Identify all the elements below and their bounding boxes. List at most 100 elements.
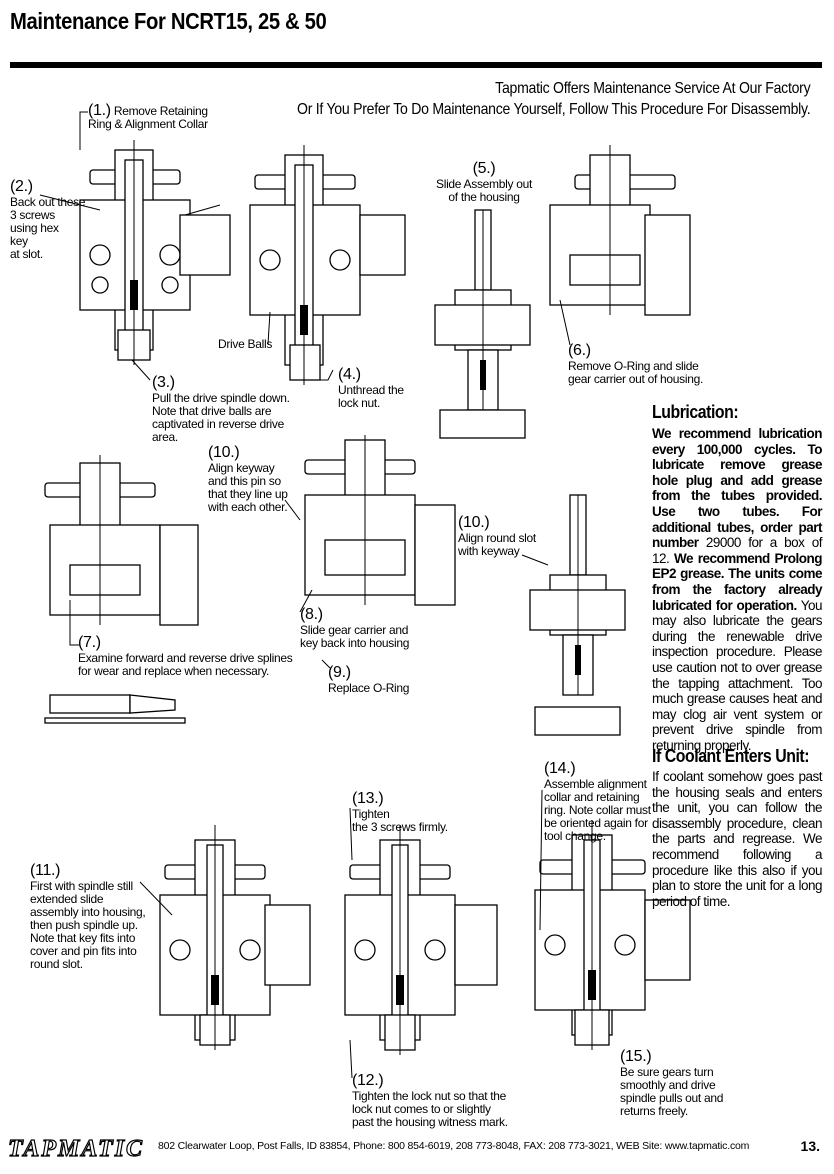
figure-spline-part <box>44 694 186 724</box>
intro-text: Tapmatic Offers Maintenance Service At O… <box>296 78 811 120</box>
step-2-line: Back out these <box>10 195 86 209</box>
figure-step-7 <box>44 455 199 626</box>
step-5-line: Slide Assembly out <box>436 177 532 191</box>
step-8-line: Slide gear carrier and <box>300 623 409 637</box>
step-12-number: (12.) <box>352 1072 384 1089</box>
step-13-line: the 3 screws firmly. <box>352 820 448 834</box>
step-11-line: assembly into housing, <box>30 905 146 919</box>
step-6-line: gear carrier out of housing. <box>568 372 704 386</box>
step-2-label: (2.) Back out these 3 screws using hex k… <box>10 178 85 261</box>
step-7-line: Examine forward and reverse drive spline… <box>78 651 293 665</box>
figure-side-block-1 <box>179 204 231 276</box>
step-7-line: for wear and replace when necessary. <box>78 664 270 678</box>
step-3-line: Pull the drive spindle down. <box>152 391 290 405</box>
step-11-line: cover and pin fits into <box>30 944 137 958</box>
step-15-label: (15.) Be sure gears turn smoothly and dr… <box>620 1048 723 1118</box>
step-3-label: (3.) Pull the drive spindle down. Note t… <box>152 374 290 444</box>
figure-step-11 <box>159 825 311 1050</box>
step-10b-line: with keyway <box>458 544 520 558</box>
step-6-number: (6.) <box>568 342 591 359</box>
step-13-label: (13.) Tighten the 3 screws firmly. <box>352 790 448 834</box>
step-15-line: returns freely. <box>620 1104 688 1118</box>
step-10a-line: Align keyway <box>208 461 275 475</box>
step-2-line: 3 screws <box>10 208 55 222</box>
step-9-line: Replace O-Ring <box>328 681 410 695</box>
step-7-number: (7.) <box>78 634 101 651</box>
step-11-line: First with spindle still <box>30 879 133 893</box>
step-14-label: (14.) Assemble alignment collar and reta… <box>544 760 651 843</box>
step-14-line: be oriented again for <box>544 816 648 830</box>
intro-line-2: Or If You Prefer To Do Maintenance Yours… <box>296 101 811 118</box>
step-10b-label: (10.) Align round slot with keyway <box>458 514 536 558</box>
lubrication-bold-1: We recommend lubrication every 100,000 c… <box>652 426 823 551</box>
step-10b-number: (10.) <box>458 514 490 531</box>
step-8-number: (8.) <box>300 606 323 623</box>
step-15-line: smoothly and drive <box>620 1078 716 1092</box>
step-14-line: collar and retaining <box>544 790 640 804</box>
step-3-line: area. <box>152 430 178 444</box>
figure-step-10b <box>529 494 626 736</box>
step-3-line: captivated in reverse drive <box>152 417 284 431</box>
step-13-number: (13.) <box>352 790 384 807</box>
step-14-line: ring. Note collar must <box>544 803 651 817</box>
step-1-line-2: Ring & Alignment Collar <box>88 117 208 131</box>
step-12-label: (12.) Tighten the lock nut so that the l… <box>352 1072 508 1129</box>
step-15-line: spindle pulls out and <box>620 1091 724 1105</box>
step-15-number: (15.) <box>620 1048 652 1065</box>
lubrication-part-number: 29000 for a box of 12. <box>652 535 823 566</box>
step-1-number: (1.) <box>88 102 111 119</box>
step-5-line: of the housing <box>448 190 520 204</box>
figure-step-8 <box>304 435 456 606</box>
figure-step-5 <box>434 209 531 439</box>
step-14-line: tool change. <box>544 829 606 843</box>
step-2-line: using hex <box>10 221 59 235</box>
coolant-heading: If Coolant Enters Unit: <box>652 746 810 766</box>
step-9-label: (9.) Replace O-Ring <box>328 664 409 695</box>
lubrication-rest: You may also lubricate the gears during … <box>652 597 823 753</box>
page-title: Maintenance For NCRT15, 25 & 50 <box>10 8 327 34</box>
step-12-line: lock nut comes to or slightly <box>352 1102 491 1116</box>
figure-step-14 <box>534 820 691 1050</box>
step-4-label: (4.) Unthread the lock nut. <box>338 366 404 410</box>
step-10b-line: Align round slot <box>458 531 536 545</box>
tapmatic-logo: TAPMATIC <box>7 1135 145 1162</box>
step-8-line: key back into housing <box>300 636 410 650</box>
step-10a-line: that they line up <box>208 487 288 501</box>
step-11-line: extended slide <box>30 892 104 906</box>
header-rule <box>10 62 822 68</box>
step-12-line: past the housing witness mark. <box>352 1115 508 1129</box>
step-10a-label: (10.) Align keyway and this pin so that … <box>208 444 288 514</box>
step-11-label: (11.) First with spindle still extended … <box>30 862 146 971</box>
step-4-number: (4.) <box>338 366 361 383</box>
step-14-number: (14.) <box>544 760 576 777</box>
step-4-line: lock nut. <box>338 396 380 410</box>
step-1-line-1: Remove Retaining <box>113 104 208 118</box>
step-5-label: (5.) Slide Assembly out of the housing <box>436 160 532 204</box>
step-14-line: Assemble alignment <box>544 777 647 791</box>
figure-step-4 <box>249 145 406 385</box>
step-13-line: Tighten <box>352 807 390 821</box>
step-11-number: (11.) <box>30 862 61 879</box>
page-number: 13. <box>800 1138 820 1154</box>
footer-address: 802 Clearwater Loop, Post Falls, ID 8385… <box>158 1140 750 1152</box>
step-1-label: (1.) Remove Retaining Ring & Alignment C… <box>88 102 208 131</box>
step-2-line: key <box>10 234 28 248</box>
lubrication-heading: Lubrication: <box>652 402 739 422</box>
step-6-label: (6.) Remove O-Ring and slide gear carrie… <box>568 342 703 386</box>
step-10a-line: and this pin so <box>208 474 281 488</box>
figure-step-13 <box>344 825 498 1055</box>
step-15-line: Be sure gears turn <box>620 1065 714 1079</box>
figure-step-6 <box>549 145 691 316</box>
step-3-number: (3.) <box>152 374 175 391</box>
step-5-number: (5.) <box>472 160 496 177</box>
step-8-label: (8.) Slide gear carrier and key back int… <box>300 606 409 650</box>
step-2-number: (2.) <box>10 178 33 195</box>
figure-step-1 <box>79 140 191 365</box>
step-11-line: round slot. <box>30 957 83 971</box>
step-11-line: then push spindle up. <box>30 918 138 932</box>
step-4-line: Unthread the <box>338 383 404 397</box>
step-2-line: at slot. <box>10 247 43 261</box>
step-10a-number: (10.) <box>208 444 240 461</box>
lubrication-body: We recommend lubrication every 100,000 c… <box>652 426 823 753</box>
drive-balls-label: Drive Balls <box>218 337 273 351</box>
